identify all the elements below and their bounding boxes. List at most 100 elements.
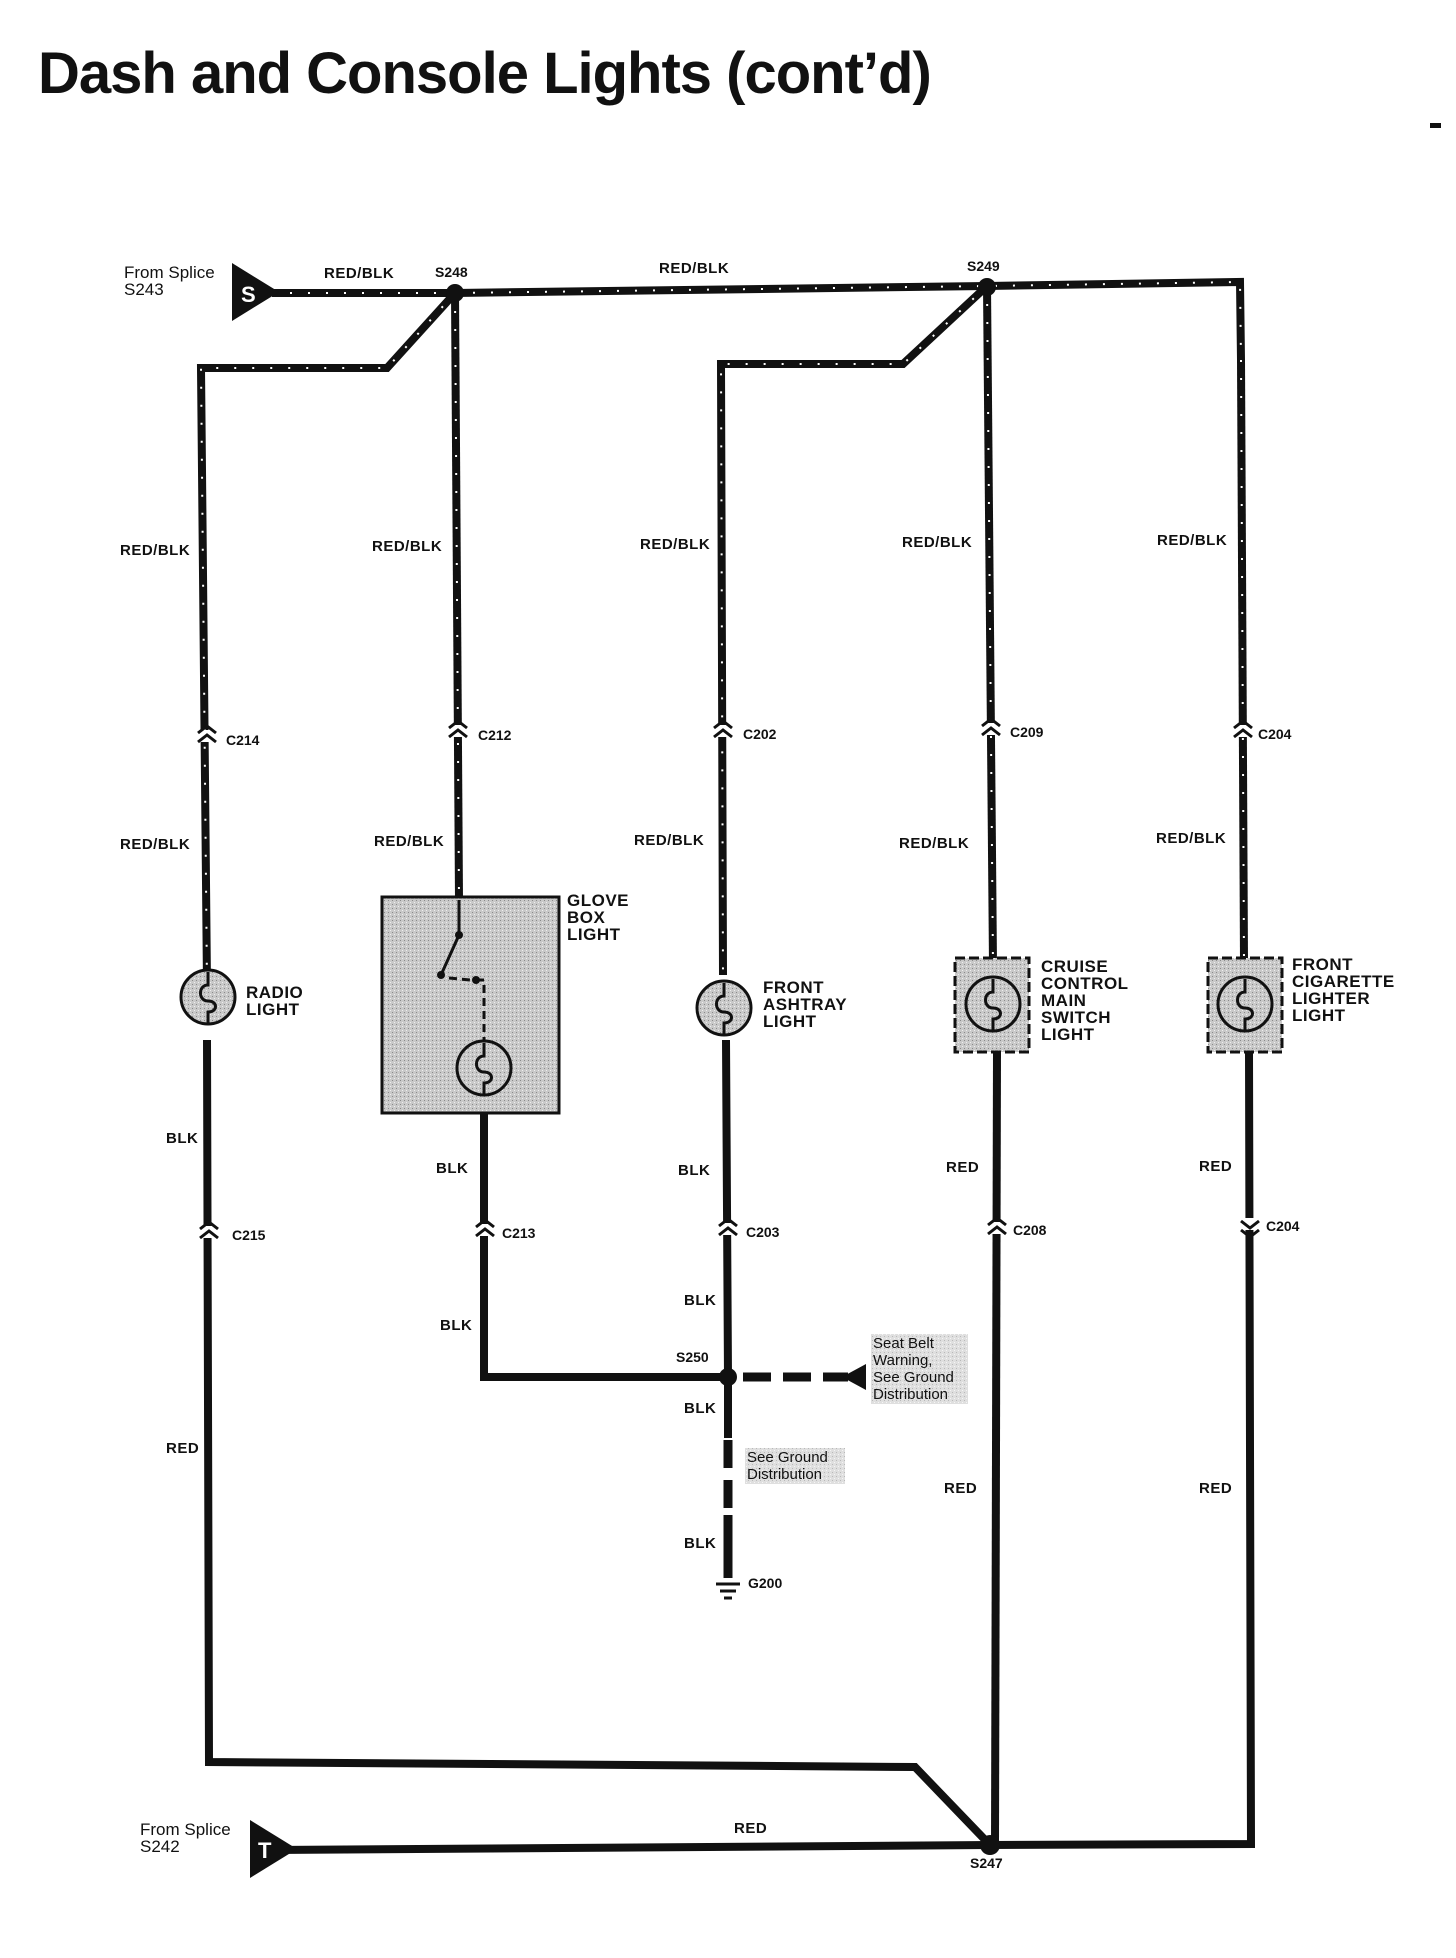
glove-box-light: GLOVE BOX LIGHT (380, 891, 629, 1115)
splice-s249-dot (978, 278, 996, 296)
solid-wires (203, 1039, 1256, 1854)
splice-s247-dot (980, 1835, 1000, 1855)
cruise-label-5: LIGHT (1041, 1025, 1095, 1044)
ground-note: See Ground Distribution (745, 1448, 845, 1484)
ground-g200: G200 (716, 1575, 782, 1600)
wire-label-top-1: RED/BLK (324, 265, 394, 282)
glove-label-3: LIGHT (567, 925, 621, 944)
seatbelt-note-3: See Ground (873, 1369, 954, 1386)
radio-label-2: LIGHT (246, 1000, 300, 1019)
cruise-label-2: CONTROL (1041, 974, 1129, 993)
source-s242-triangle (250, 1820, 297, 1878)
wire-label-glove-mid: RED/BLK (374, 833, 444, 850)
wire-cruise-return (991, 1051, 1001, 1846)
wire-glove-ground (480, 1112, 728, 1381)
splice-s247-label: S247 (970, 1855, 1003, 1871)
radio-label-1: RADIO (246, 983, 303, 1002)
glove-label-2: BOX (567, 908, 606, 927)
wire-cig-feed (1237, 359, 1248, 963)
connector-c204-bottom (1239, 1218, 1260, 1239)
connector-c204-top-label: C204 (1258, 726, 1292, 742)
connector-c213 (474, 1218, 495, 1238)
connector-c203-label: C203 (746, 1224, 780, 1240)
connector-c214 (196, 724, 217, 744)
wire-label-cruise-bot: RED (944, 1480, 977, 1497)
connector-c209-label: C209 (1010, 724, 1044, 740)
wire-label-top-2: RED/BLK (659, 260, 729, 277)
source-s243-line1: From Splice (124, 263, 215, 282)
front-ashtray-light: FRONT ASHTRAY LIGHT (695, 978, 847, 1037)
seatbelt-arrow-icon (842, 1364, 866, 1390)
connector-c202-label: C202 (743, 726, 777, 742)
wire-label-cruise-mid: RED/BLK (899, 835, 969, 852)
splice-s248-dot (446, 284, 464, 302)
cigarette-label-1: FRONT (1292, 955, 1353, 974)
connector-labels: C214 C212 C202 C209 C204 C215 C213 C203 … (226, 724, 1300, 1243)
wire-label-ash-mid: RED/BLK (634, 832, 704, 849)
wire-label-radio-low: RED (166, 1440, 199, 1457)
connector-c208 (986, 1216, 1007, 1236)
connector-c215 (198, 1220, 219, 1240)
cruise-control-switch-light: CRUISE CONTROL MAIN SWITCH LIGHT (953, 956, 1129, 1054)
wire-radio-feed (196, 290, 458, 986)
cruise-label-3: MAIN (1041, 991, 1086, 1010)
ground-note-2: Distribution (747, 1466, 822, 1483)
ground-symbol-icon (716, 1582, 740, 1600)
source-s242-line2: S242 (140, 1837, 180, 1856)
wire-label-cig-up: RED/BLK (1157, 532, 1227, 549)
connector-symbols (196, 717, 1260, 1240)
wire-label-glove-low: BLK (440, 1317, 472, 1334)
wire-label-ash-s250: BLK (684, 1400, 716, 1417)
connector-c212-label: C212 (478, 727, 512, 743)
splice-s250-label: S250 (676, 1349, 709, 1365)
ashtray-label-3: LIGHT (763, 1012, 817, 1031)
radio-filament-icon (199, 972, 217, 1024)
cigarette-label-2: CIGARETTE (1292, 972, 1395, 991)
wire-ashtray-feed (716, 283, 990, 976)
wire-label-radio-mid: RED/BLK (120, 836, 190, 853)
wire-label-ash-gnd: BLK (678, 1162, 710, 1179)
connector-c212 (447, 719, 468, 739)
page-title: Dash and Console Lights (cont’d) (38, 41, 932, 106)
connector-c204-bottom-label: C204 (1266, 1218, 1300, 1234)
source-s242-letter: T (258, 1838, 272, 1863)
splice-s249-label: S249 (967, 258, 1000, 274)
splice-s250-dot (719, 1368, 737, 1386)
wire-color-labels: RED/BLK RED/BLK RED/BLK RED/BLK BLK RED … (120, 260, 1232, 1837)
ashtray-label-2: ASHTRAY (763, 995, 847, 1014)
seatbelt-note: Seat Belt Warning, See Ground Distributi… (842, 1334, 968, 1404)
ground-g200-label: G200 (748, 1575, 782, 1591)
seatbelt-note-1: Seat Belt (873, 1335, 935, 1352)
wire-bottom-bus (271, 1051, 1256, 1854)
wire-label-cig-bot: RED (1199, 1480, 1232, 1497)
wire-label-ash-up: RED/BLK (640, 536, 710, 553)
wire-radio-return (203, 1039, 993, 1848)
connector-c202 (712, 719, 733, 739)
connector-c204-top (1232, 719, 1253, 739)
source-s242: T From Splice S242 (140, 1820, 297, 1878)
wire-label-ash-low: BLK (684, 1292, 716, 1309)
connector-c215-label: C215 (232, 1227, 266, 1243)
radio-light: RADIO LIGHT (179, 968, 303, 1026)
glove-label-1: GLOVE (567, 891, 629, 910)
connector-c203 (717, 1217, 738, 1237)
wire-label-ash-g200: BLK (684, 1535, 716, 1552)
cruise-label-4: SWITCH (1041, 1008, 1111, 1027)
connector-c209 (980, 717, 1001, 737)
cruise-label-1: CRUISE (1041, 957, 1108, 976)
scan-mark (1430, 123, 1441, 128)
ground-note-1: See Ground (747, 1449, 828, 1466)
wire-label-glove-gnd: BLK (436, 1160, 468, 1177)
wire-label-bottom: RED (734, 1820, 767, 1837)
wire-hatch-marks (199, 280, 1245, 986)
wire-label-cig-low: RED (1199, 1158, 1232, 1175)
source-s242-line1: From Splice (140, 1820, 231, 1839)
wire-label-cruise-low: RED (946, 1159, 979, 1176)
cigarette-lighter-light: FRONT CIGARETTE LIGHTER LIGHT (1206, 955, 1395, 1054)
wire-label-radio-gnd: BLK (166, 1130, 198, 1147)
wire-label-cruise-up: RED/BLK (902, 534, 972, 551)
splice-points: S248 S249 S250 S247 (435, 258, 1003, 1871)
wire-cruise-feed (983, 285, 997, 966)
cigarette-label-3: LIGHTER (1292, 989, 1370, 1008)
